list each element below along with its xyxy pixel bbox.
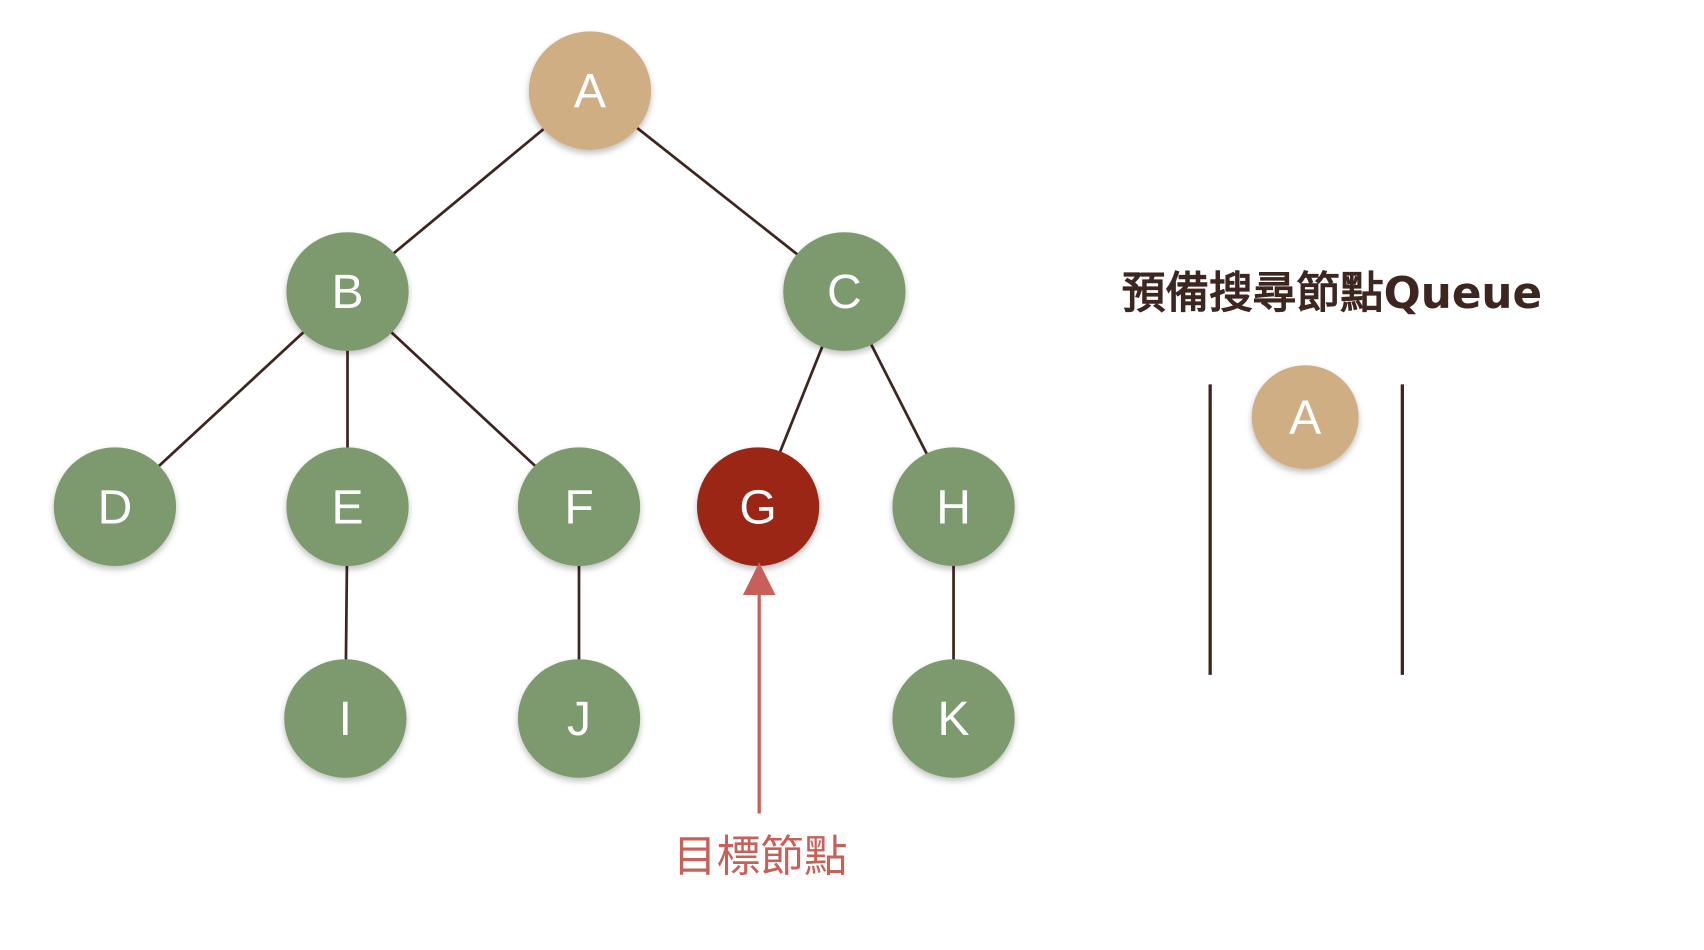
tree-node-H: H [892,447,1015,566]
tree-node-E: E [286,447,409,566]
tree-node-B: B [286,232,409,351]
node-circle [528,31,652,150]
tree-node-A: A [528,31,652,150]
node-circle [783,232,906,351]
node-label: B [331,266,363,319]
node-circle [517,659,641,778]
node-circle [892,659,1015,778]
node-label: I [339,693,352,746]
node-label: D [98,481,133,534]
tree-node-J: J [517,659,641,778]
node-circle [286,232,409,351]
node-circle [286,447,409,566]
node-label: A [1289,392,1321,445]
node-circle [696,447,820,566]
node-label: F [564,481,593,534]
tree-node-G: G [696,447,820,566]
node-label: G [739,481,776,534]
tree-edges [114,89,955,719]
node-label: J [567,693,591,746]
node-circle [284,659,407,778]
tree-node-F: F [517,447,641,566]
tree-node-D: D [53,447,177,566]
queue-items: A [1251,365,1359,470]
node-circle [1251,365,1359,470]
node-label: C [827,266,862,319]
node-circle [892,447,1015,566]
tree-node-I: I [284,659,407,778]
node-circle [517,447,641,566]
queue-item-A: A [1251,365,1359,470]
node-label: K [938,693,970,746]
queue-title: 預備搜尋節點Queue [1122,268,1542,319]
tree-node-K: K [892,659,1015,778]
node-label: E [331,481,363,534]
node-circle [53,447,177,566]
node-label: H [936,481,971,534]
target-node-label: 目標節點 [673,831,848,882]
tree-node-C: C [783,232,906,351]
tree-nodes: A B C D E F G H I J K [53,31,1015,778]
node-label: A [574,65,606,118]
